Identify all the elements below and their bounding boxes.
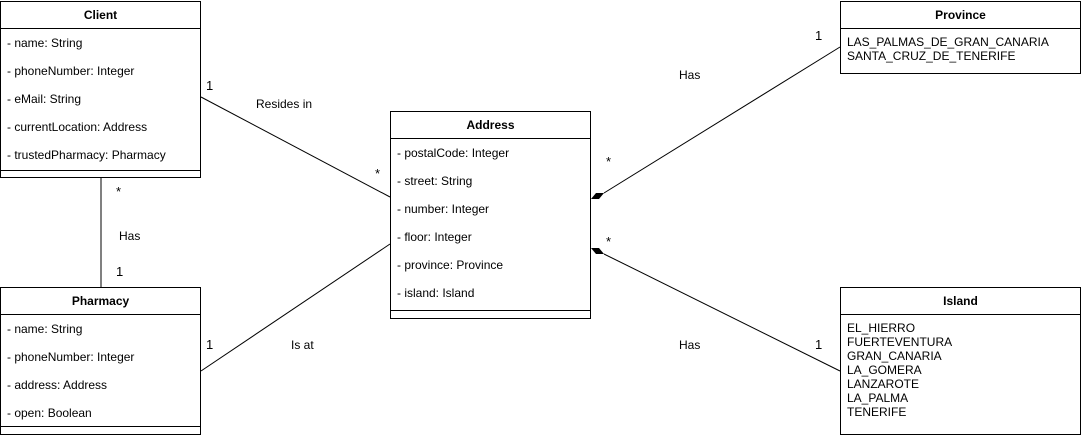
attribute-list: - name: String - phoneNumber: Integer - … bbox=[1, 29, 200, 169]
enum-value: LANZAROTE bbox=[847, 377, 920, 391]
attribute: - street: String bbox=[397, 174, 473, 188]
address-island-mult-island: 1 bbox=[815, 337, 823, 352]
class-name: Pharmacy bbox=[1, 288, 200, 315]
attribute: - phoneNumber: Integer bbox=[7, 64, 135, 78]
attribute: - currentLocation: Address bbox=[7, 120, 148, 134]
enum-value: LAS_PALMAS_DE_GRAN_CANARIA bbox=[847, 35, 1049, 49]
enum-value: TENERIFE bbox=[847, 405, 907, 419]
attribute: - number: Integer bbox=[397, 202, 490, 216]
class-name: Province bbox=[841, 2, 1080, 29]
attribute: - eMail: String bbox=[7, 92, 82, 106]
attribute: - province: Province bbox=[397, 258, 504, 272]
operations-divider bbox=[1, 170, 200, 171]
class-name: Address bbox=[391, 112, 590, 139]
attribute: - name: String bbox=[7, 322, 83, 336]
enum-value: LA_GOMERA bbox=[847, 363, 922, 377]
attribute: - phoneNumber: Integer bbox=[7, 350, 135, 364]
address-island-mult-address: * bbox=[606, 234, 612, 249]
is-at-label: Is at bbox=[291, 338, 314, 352]
client-class[interactable]: Client - name: String - phoneNumber: Int… bbox=[0, 1, 201, 178]
attribute: - open: Boolean bbox=[7, 406, 92, 420]
resides-in-line bbox=[200, 96, 391, 198]
attribute: - island: Island bbox=[397, 286, 475, 300]
enum-value: LA_PALMA bbox=[847, 391, 909, 405]
province-has-label: Has bbox=[679, 68, 701, 82]
province-composition-diamond bbox=[591, 193, 604, 199]
is-at-line bbox=[200, 243, 391, 372]
address-class[interactable]: Address - postalCode: Integer - street: … bbox=[390, 111, 591, 319]
attribute: - floor: Integer bbox=[397, 230, 472, 244]
address-province-mult-address: * bbox=[606, 154, 612, 169]
attribute-list: - name: String - phoneNumber: Integer - … bbox=[1, 315, 200, 427]
address-province-mult-province: 1 bbox=[815, 28, 823, 43]
operations-divider bbox=[391, 310, 590, 311]
client-pharmacy-label: Has bbox=[119, 229, 141, 243]
class-name: Client bbox=[1, 2, 200, 29]
class-name: Island bbox=[841, 288, 1080, 315]
attribute: - address: Address bbox=[7, 378, 108, 392]
enum-value: FUERTEVENTURA bbox=[847, 335, 953, 349]
client-address-mult-client: 1 bbox=[206, 78, 214, 93]
enum-value: GRAN_CANARIA bbox=[847, 349, 942, 363]
attribute: - trustedPharmacy: Pharmacy bbox=[7, 148, 166, 162]
client-pharmacy-mult-pharmacy: 1 bbox=[116, 264, 124, 279]
pharmacy-class[interactable]: Pharmacy - name: String - phoneNumber: I… bbox=[0, 287, 201, 435]
enum-value: SANTA_CRUZ_DE_TENERIFE bbox=[847, 49, 1016, 63]
client-pharmacy-mult-client: * bbox=[116, 184, 122, 199]
attribute-list: - postalCode: Integer - street: String -… bbox=[391, 139, 590, 307]
enum-values: LAS_PALMAS_DE_GRAN_CANARIA SANTA_CRUZ_DE… bbox=[841, 29, 1080, 63]
client-address-mult-address: * bbox=[375, 166, 381, 181]
operations-divider bbox=[1, 426, 200, 427]
attribute: - name: String bbox=[7, 36, 83, 50]
island-enum[interactable]: Island EL_HIERRO FUERTEVENTURA GRAN_CANA… bbox=[840, 287, 1081, 435]
address-province-line bbox=[603, 46, 841, 194]
enum-values: EL_HIERRO FUERTEVENTURA GRAN_CANARIA LA_… bbox=[841, 315, 1080, 419]
island-composition-diamond bbox=[591, 248, 604, 254]
resides-in-label: Resides in bbox=[256, 97, 313, 111]
island-has-label: Has bbox=[679, 338, 701, 352]
enum-value: EL_HIERRO bbox=[847, 321, 916, 335]
address-island-line bbox=[603, 253, 841, 372]
province-enum[interactable]: Province LAS_PALMAS_DE_GRAN_CANARIA SANT… bbox=[840, 1, 1081, 74]
pharmacy-address-mult-pharmacy: 1 bbox=[206, 337, 214, 352]
attribute: - postalCode: Integer bbox=[397, 146, 510, 160]
